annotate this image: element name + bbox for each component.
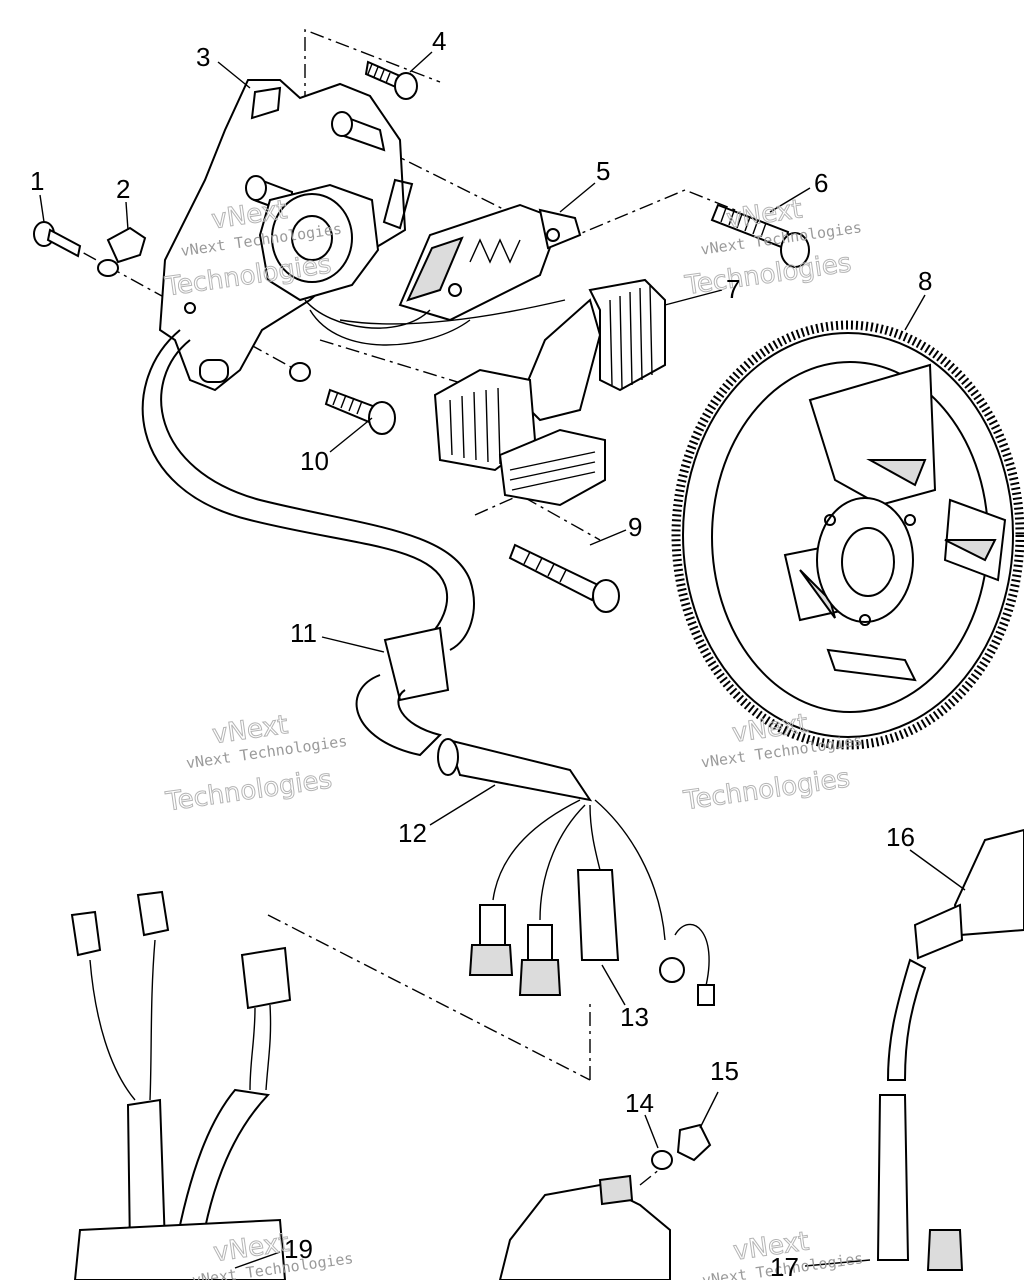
callout-17: 17 (770, 1252, 799, 1280)
callout-19: 19 (284, 1234, 313, 1264)
callout-11: 11 (290, 618, 317, 648)
callout-labels: 1 2 3 4 5 6 7 8 9 10 11 12 13 14 15 16 1… (30, 26, 932, 1280)
watermark-top-right: vNext vNext Technologies Technologies (682, 194, 863, 302)
charge-coil-7 (433, 278, 666, 507)
svg-text:Technologies: Technologies (163, 764, 334, 817)
flywheel-8 (671, 320, 1024, 750)
bolt-9 (508, 543, 620, 613)
coil-5 (398, 203, 582, 322)
wire-harness (141, 299, 593, 802)
watermark-middle-left: vNext vNext Technologies Technologies (163, 710, 349, 818)
svg-text:Technologies: Technologies (681, 763, 852, 816)
screw-6 (710, 203, 810, 268)
screw-1 (33, 221, 82, 258)
callout-3: 3 (196, 42, 210, 72)
callout-15: 15 (710, 1056, 739, 1086)
callout-6: 6 (814, 168, 828, 198)
callout-16: 16 (886, 822, 915, 852)
connectors-13 (468, 799, 715, 1006)
callout-12: 12 (398, 818, 427, 848)
screw-10 (289, 362, 396, 435)
watermark-bottom-left: vNext vNext Technologies (191, 1227, 354, 1280)
spark-lead-16 (876, 828, 1024, 1271)
washer-nut-14-15 (651, 1123, 712, 1170)
callout-2: 2 (116, 174, 130, 204)
callout-5: 5 (596, 156, 610, 186)
callout-9: 9 (628, 512, 642, 542)
callout-10: 10 (300, 446, 329, 476)
wire-leads-19 (70, 890, 292, 1280)
screw-4 (364, 60, 418, 100)
callout-1: 1 (30, 166, 44, 196)
callout-8: 8 (918, 266, 932, 296)
ignition-coil-17 (498, 1174, 671, 1280)
callout-7: 7 (726, 274, 740, 304)
clamp-2 (97, 226, 147, 277)
callout-13: 13 (620, 1002, 649, 1032)
pickup-coil (245, 111, 386, 302)
callout-4: 4 (432, 26, 446, 56)
leader-lines (39, 51, 966, 1269)
callout-14: 14 (625, 1088, 654, 1118)
